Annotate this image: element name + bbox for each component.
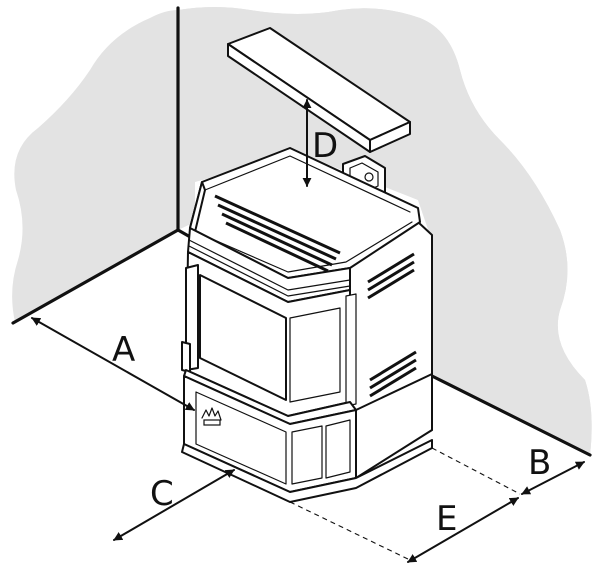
label-c: C bbox=[150, 474, 174, 514]
right-floor-line-far bbox=[428, 373, 592, 457]
label-a: A bbox=[112, 330, 135, 370]
dimension-arrow-a bbox=[31, 317, 195, 411]
dimension-arrow-e bbox=[407, 497, 519, 563]
dimension-arrow-b bbox=[521, 461, 585, 495]
pellet-stove bbox=[181, 147, 433, 503]
label-b: B bbox=[528, 443, 551, 483]
right-wall-fill-lower bbox=[178, 7, 592, 455]
label-e: E bbox=[436, 499, 457, 539]
top-vent-grill bbox=[214, 194, 341, 273]
overhead-beam bbox=[227, 27, 411, 153]
flame-logo-icon bbox=[201, 407, 222, 426]
left-floor-line bbox=[11, 228, 180, 325]
extension-line-side bbox=[431, 447, 521, 495]
side-vent-lower bbox=[369, 350, 417, 398]
label-d: D bbox=[312, 126, 338, 166]
left-wall-fill bbox=[12, 10, 179, 322]
extension-line-front bbox=[289, 501, 411, 561]
dimension-arrow-c bbox=[113, 469, 235, 541]
side-vent-upper bbox=[367, 252, 415, 300]
